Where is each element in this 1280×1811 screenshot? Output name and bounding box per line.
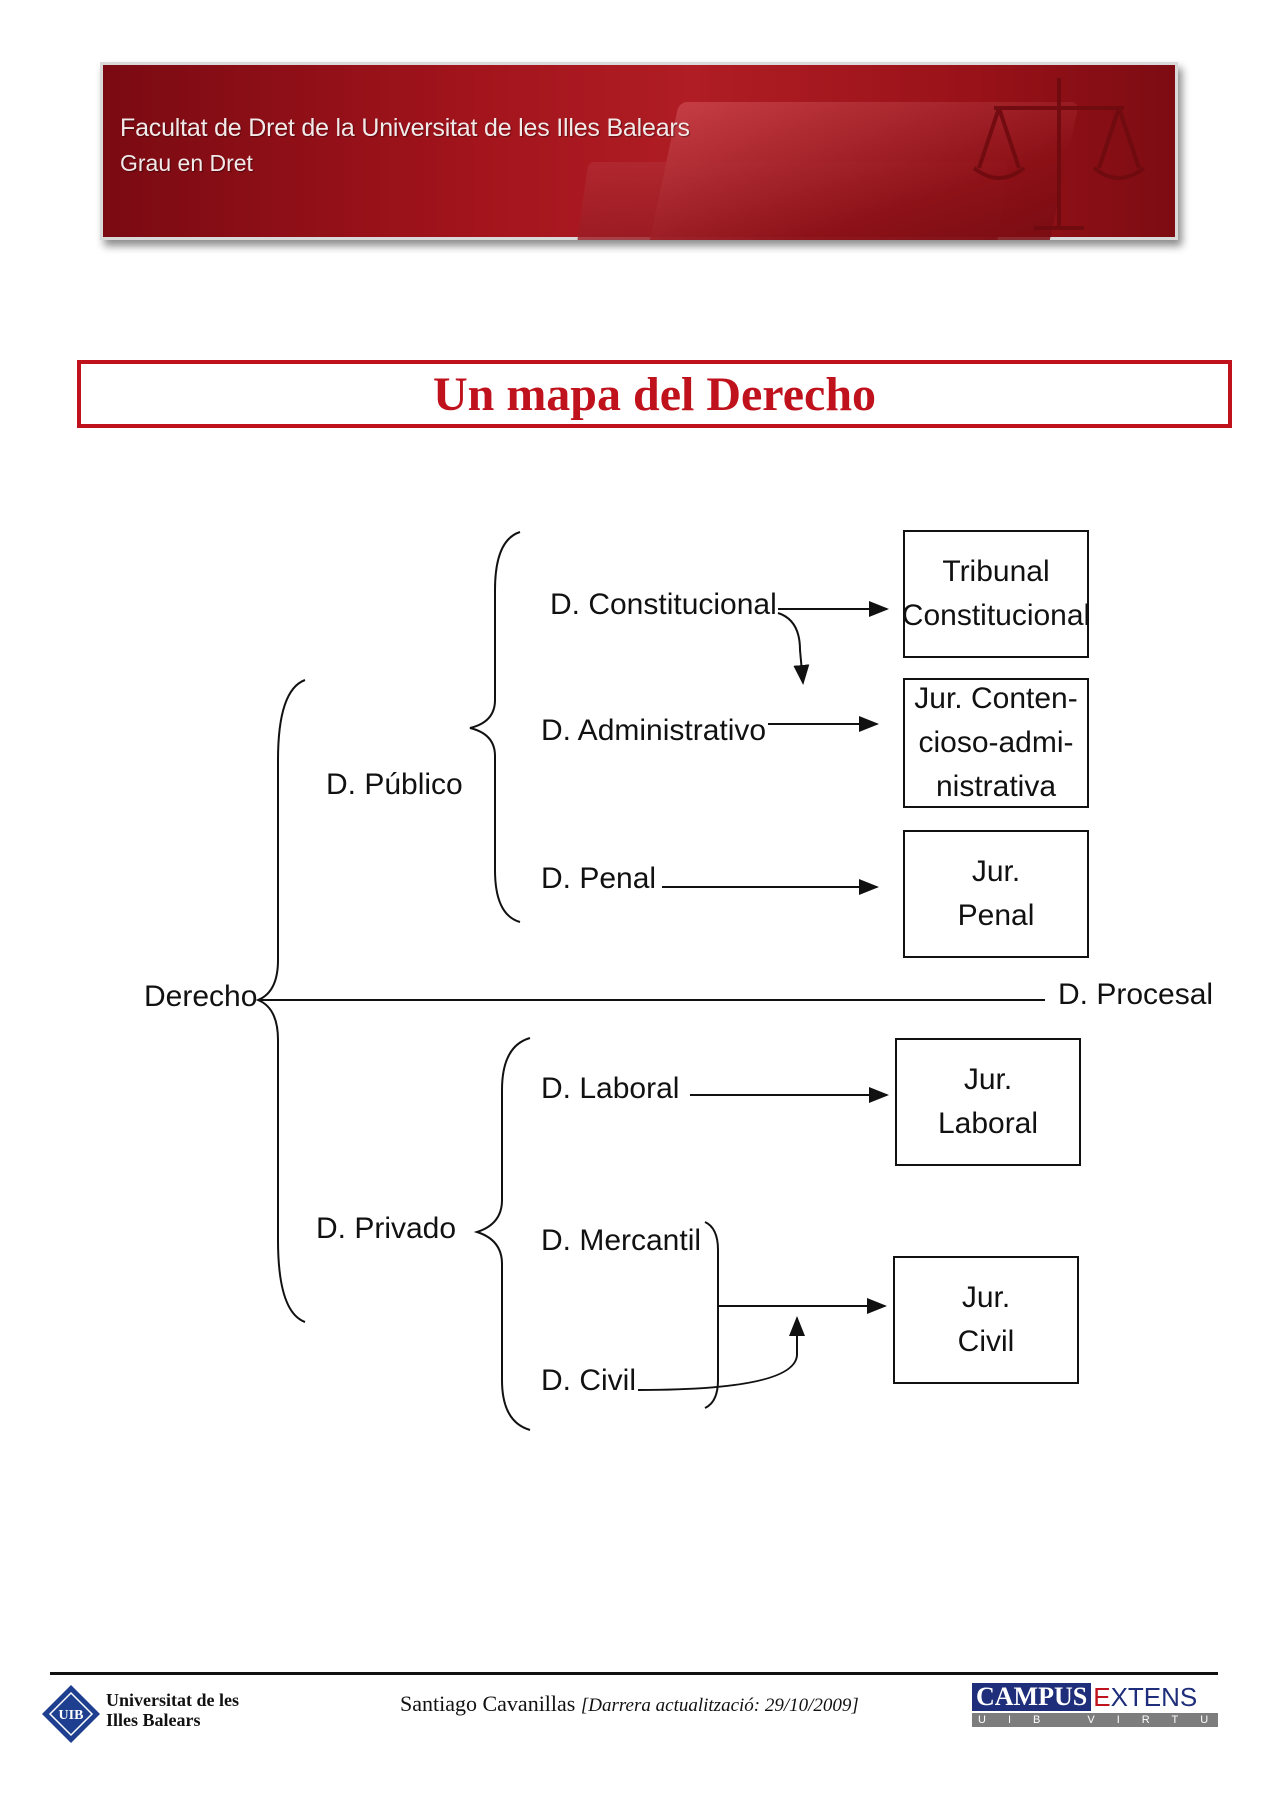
bracket-mercantil-civil [704, 1221, 719, 1409]
author-name: Santiago Cavanillas [400, 1691, 576, 1716]
box-jur-penal: Jur. Penal [903, 830, 1089, 958]
university-name-line2: Illes Balears [106, 1710, 201, 1730]
scales-of-justice-icon [972, 78, 1146, 230]
arrow-constitucional-to-administrativo [777, 612, 810, 685]
box-tribunal-constitucional: Tribunal Constitucional [901, 530, 1091, 658]
node-penal: D. Penal [541, 862, 657, 895]
campus-logo-sub: UIB VIRTUAL [972, 1713, 1218, 1727]
node-mercantil: D. Mercantil [541, 1224, 702, 1257]
node-laboral: D. Laboral [541, 1072, 680, 1105]
campus-logo-rest: XTENS [1110, 1682, 1198, 1712]
node-procesal: D. Procesal [1058, 978, 1214, 1011]
brace-privado [473, 1037, 531, 1431]
page-title: Un mapa del Derecho [432, 367, 877, 421]
degree-subtitle: Grau en Dret [120, 150, 253, 176]
node-publico: D. Público [326, 768, 463, 801]
page-title-box: Un mapa del Derecho [77, 360, 1232, 428]
brace-publico [469, 531, 521, 923]
campus-logo-part2: EXTENS [1091, 1683, 1197, 1711]
box-jur-penal-text: Jur. Penal [957, 855, 1035, 932]
uib-logo-text: UIB [59, 1708, 84, 1723]
node-derecho: Derecho [144, 980, 258, 1013]
box-jur-laboral-text: Jur. Laboral [937, 1063, 1039, 1140]
node-constitucional: D. Constitucional [550, 588, 777, 621]
university-name: Universitat de les Illes Balears [106, 1690, 239, 1730]
footer-author: Santiago Cavanillas [Darrera actualitzac… [400, 1691, 859, 1717]
footer-divider [50, 1672, 1218, 1675]
campus-logo-part1: CAMPUS [972, 1683, 1092, 1711]
campus-logo-e: E [1093, 1682, 1111, 1712]
node-civil: D. Civil [541, 1364, 636, 1397]
box-jur-civil: Jur. Civil [893, 1256, 1079, 1384]
uib-logo-icon: UIB [42, 1685, 100, 1743]
node-administrativo: D. Administrativo [541, 714, 767, 747]
header-banner: Facultat de Dret de la Universitat de le… [100, 62, 1178, 240]
box-jur-contencioso: Jur. Conten- cioso-admi- nistrativa [903, 678, 1089, 808]
university-name-line1: Universitat de les [106, 1690, 239, 1710]
arrow-civil-up [637, 1316, 805, 1391]
box-tribunal-constitucional-text: Tribunal Constitucional [901, 555, 1091, 632]
faculty-title: Facultat de Dret de la Universitat de le… [120, 114, 690, 142]
box-jur-contencioso-text: Jur. Conten- cioso-admi- nistrativa [914, 682, 1078, 803]
update-date: [Darrera actualització: 29/10/2009] [580, 1695, 859, 1716]
box-jur-laboral: Jur. Laboral [895, 1038, 1081, 1166]
campus-extens-logo: CAMPUS EXTENS UIB VIRTUAL [972, 1683, 1218, 1727]
box-jur-civil-text: Jur. Civil [957, 1281, 1015, 1358]
node-privado: D. Privado [316, 1212, 457, 1245]
